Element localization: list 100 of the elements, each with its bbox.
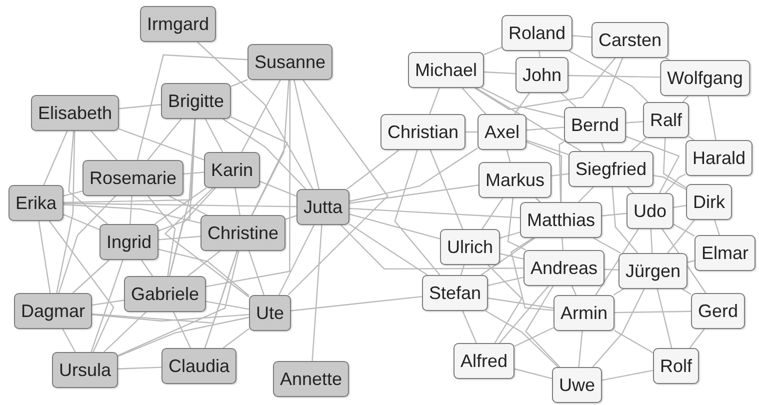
name-box: Ursula	[52, 352, 118, 388]
connector-line	[168, 195, 208, 216]
name-box: Susanne	[247, 44, 333, 80]
connector-line	[514, 368, 552, 380]
connector-line	[140, 260, 154, 276]
connector-line	[488, 298, 554, 309]
connector-line	[340, 224, 524, 270]
connector-line	[568, 74, 660, 78]
name-box: Harald	[685, 140, 753, 176]
connector-line	[481, 87, 564, 118]
connector-line	[64, 202, 296, 208]
connector-line	[288, 80, 388, 296]
name-box: Markus	[478, 162, 552, 198]
connector-line	[604, 268, 618, 270]
connector-line	[526, 141, 562, 202]
connector-line	[488, 276, 524, 286]
name-box: Ralf	[643, 102, 689, 138]
name-box: Claudia	[161, 348, 237, 384]
connector-line	[294, 80, 320, 190]
connector-line	[230, 79, 248, 88]
connector-line	[525, 286, 560, 368]
name-box: Michael	[408, 52, 484, 88]
connector-line	[602, 370, 654, 381]
connector-line	[56, 130, 76, 294]
connector-line	[285, 215, 297, 220]
connector-line	[673, 224, 695, 236]
connector-line	[462, 310, 477, 344]
connector-line	[484, 71, 516, 74]
connector-line	[500, 253, 524, 260]
connector-line	[222, 328, 250, 348]
connector-line	[43, 130, 68, 186]
connector-line	[234, 188, 240, 216]
connector-line	[241, 80, 281, 152]
connector-line	[500, 232, 520, 239]
connector-line	[312, 224, 322, 362]
name-box: Annette	[272, 361, 350, 397]
connector-line	[474, 58, 616, 110]
name-box: Carsten	[591, 22, 669, 58]
connector-line	[627, 186, 634, 194]
connector-line	[551, 173, 569, 176]
name-box: John	[515, 57, 569, 93]
connector-line	[714, 220, 720, 236]
connector-line	[63, 214, 100, 230]
connector-line	[560, 92, 576, 108]
connector-line	[476, 87, 582, 152]
connector-line	[558, 141, 564, 202]
connector-line	[118, 250, 240, 356]
connector-line	[689, 328, 705, 348]
connector-line	[650, 228, 653, 254]
connector-line	[630, 138, 646, 152]
connector-line	[578, 186, 594, 202]
connector-line	[562, 238, 564, 250]
connector-line	[602, 58, 624, 108]
connector-line	[48, 220, 114, 352]
connector-line	[614, 310, 691, 314]
connector-line	[104, 312, 146, 352]
connector-line	[486, 310, 559, 368]
connector-line	[68, 130, 108, 224]
connector-line	[595, 228, 639, 296]
connector-line	[506, 150, 511, 162]
connector-line	[278, 224, 315, 296]
connector-line	[92, 300, 124, 306]
connector-line	[158, 236, 201, 240]
connector-line	[58, 196, 116, 294]
connector-line	[600, 142, 606, 152]
connector-line	[222, 118, 306, 190]
connector-line	[593, 237, 621, 254]
connector-line	[499, 286, 549, 344]
connector-line	[252, 80, 290, 216]
connector-line	[90, 130, 118, 160]
connector-line	[349, 148, 478, 202]
connector-line	[572, 35, 592, 38]
name-box: Armin	[554, 295, 614, 331]
connector-line	[349, 224, 428, 276]
connector-line	[197, 42, 314, 190]
name-box: Gabriele	[124, 276, 206, 312]
connector-line	[626, 136, 680, 194]
connector-line	[394, 150, 440, 276]
name-box: Ute	[249, 295, 291, 331]
name-box: Gerd	[690, 293, 746, 329]
connector-line	[612, 186, 638, 254]
connector-line	[538, 50, 540, 58]
connector-line	[665, 174, 686, 194]
connector-line	[667, 220, 695, 254]
name-box: Ulrich	[440, 229, 500, 265]
connector-line	[147, 118, 182, 160]
connector-line	[206, 300, 250, 310]
connector-line	[578, 330, 583, 368]
connector-line	[118, 128, 204, 160]
connector-line	[136, 54, 248, 160]
connector-line	[164, 188, 250, 298]
connector-line	[154, 188, 207, 224]
connector-line	[462, 88, 486, 114]
connector-line	[526, 126, 564, 131]
connector-line	[38, 220, 51, 294]
connector-line	[673, 204, 686, 208]
connector-line	[118, 104, 162, 110]
name-box: Axel	[478, 114, 526, 150]
name-box: Wolfgang	[660, 60, 750, 96]
name-box: Jürgen	[618, 253, 688, 289]
